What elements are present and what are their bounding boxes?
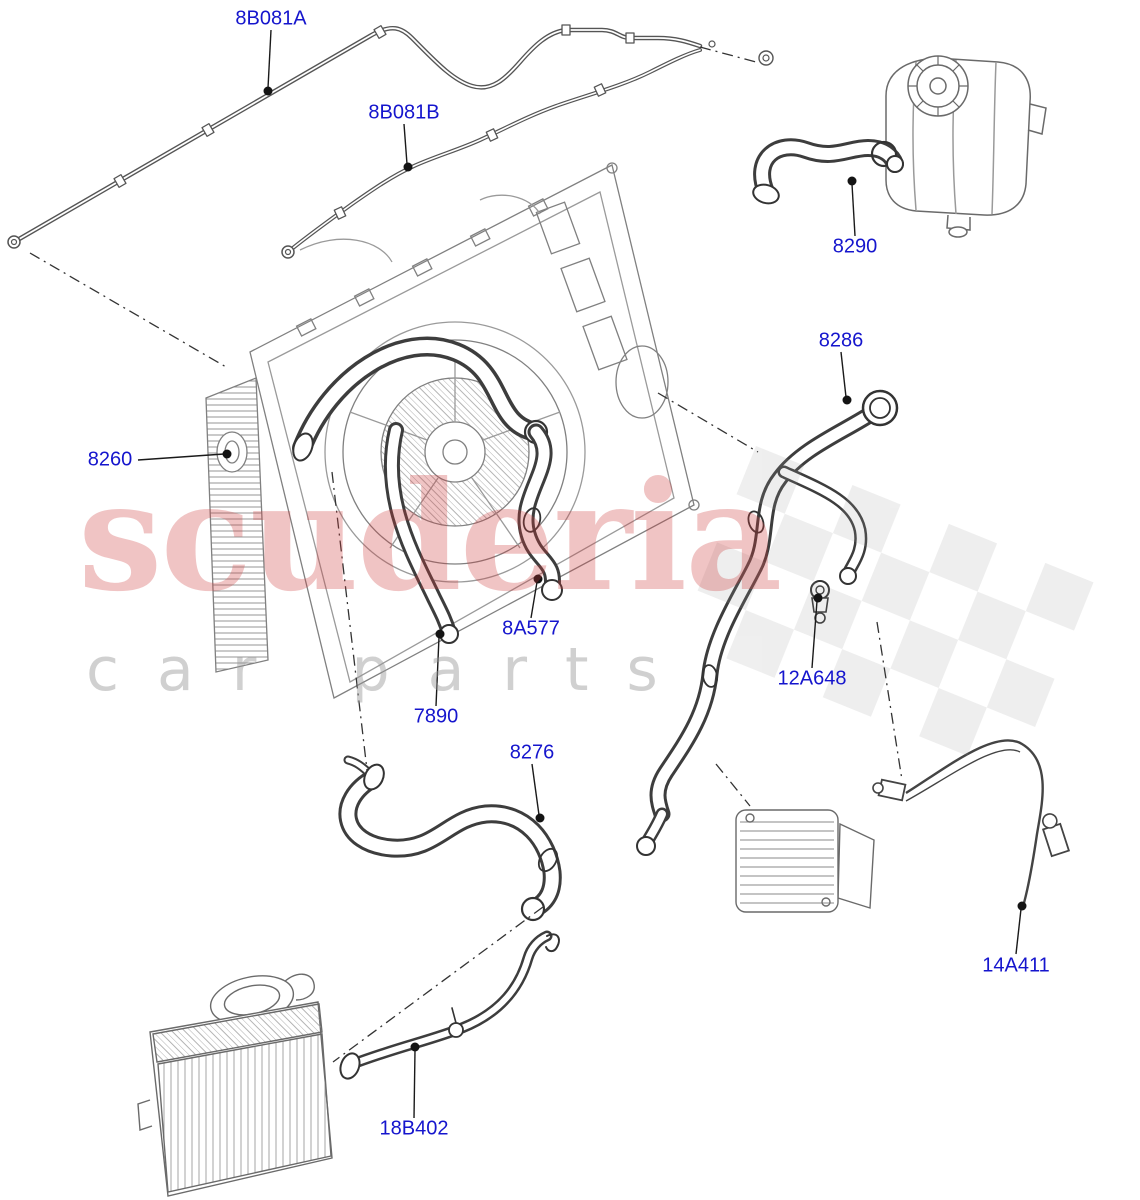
hose-8276 <box>338 755 562 922</box>
coolant-pipe-8B081B <box>281 40 774 259</box>
part-label-8290[interactable]: 8290 <box>832 235 878 258</box>
radiator-core-coil <box>205 377 269 673</box>
hose-7890 <box>383 422 459 644</box>
part-label-12A648[interactable]: 12A648 <box>777 667 847 690</box>
pipe-18B402 <box>339 930 560 1080</box>
part-label-18B402[interactable]: 18B402 <box>379 1117 449 1140</box>
radiator-assembly <box>205 162 700 699</box>
hose-8286 <box>636 389 899 856</box>
part-label-8B081A[interactable]: 8B081A <box>235 7 307 30</box>
coolant-pipe-8B081A <box>7 24 703 249</box>
part-label-8286[interactable]: 8286 <box>818 329 864 352</box>
oil-cooler <box>735 809 875 913</box>
part-label-8260[interactable]: 8260 <box>87 448 133 471</box>
pipe-end-connector <box>758 50 774 66</box>
part-label-8A577[interactable]: 8A577 <box>502 617 560 640</box>
part-label-8B081B[interactable]: 8B081B <box>368 101 440 124</box>
expansion-tank <box>885 55 1047 238</box>
radiator-inlet-8260 <box>216 431 248 473</box>
intercooler <box>137 973 333 1197</box>
part-label-8276[interactable]: 8276 <box>509 741 555 764</box>
checkered-flag-watermark <box>697 446 1094 756</box>
construction-lines <box>29 46 903 1063</box>
harness-14A411 <box>872 739 1071 904</box>
part-label-7890[interactable]: 7890 <box>413 705 459 728</box>
hose-8290 <box>752 138 904 205</box>
leader-lines <box>137 29 1027 1119</box>
hose-8A577 <box>517 423 563 601</box>
part-label-14A411[interactable]: 14A411 <box>982 954 1050 977</box>
